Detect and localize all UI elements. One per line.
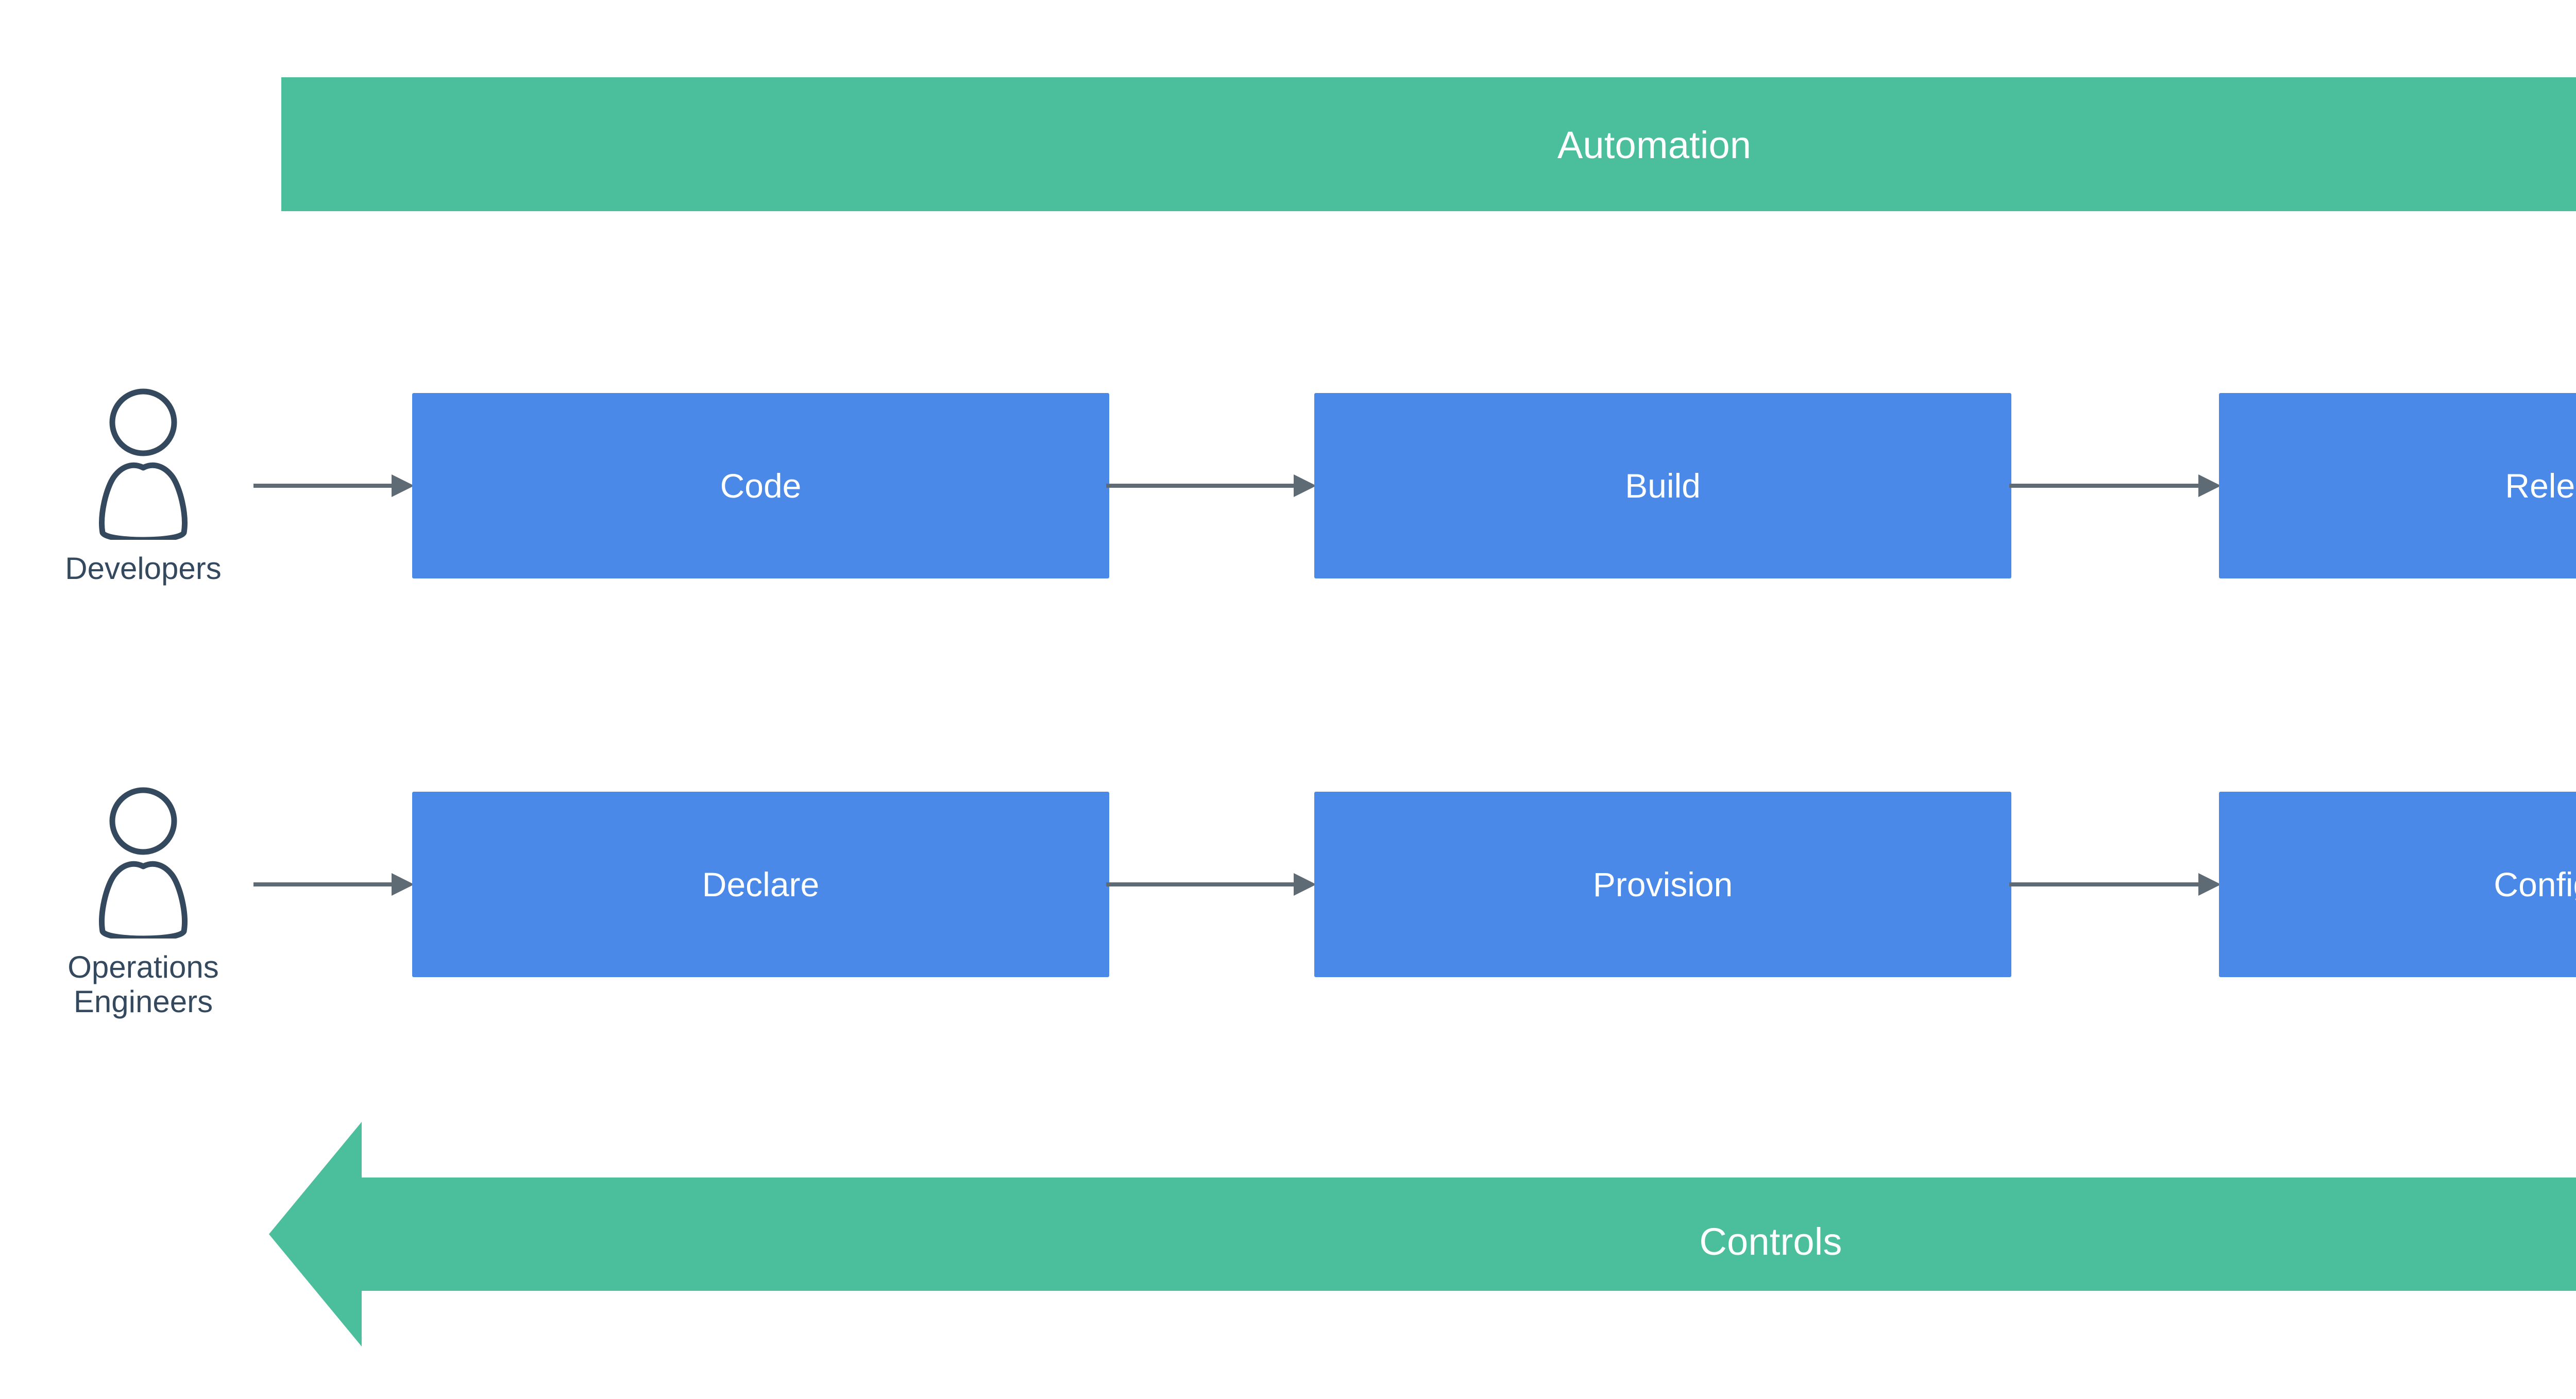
arrow-right-shape <box>281 77 2576 211</box>
stage-box-declare-label: Declare <box>702 865 820 903</box>
actor-developers: Developers <box>20 385 267 586</box>
actor-operations-engineers-label: Operations Engineers <box>67 950 219 1019</box>
connector-build-to-release <box>2009 470 2221 501</box>
stage-box-provision[interactable]: Provision <box>1314 792 2011 977</box>
connector-code-to-build <box>1106 470 1316 501</box>
stage-box-declare[interactable]: Declare <box>412 792 1109 977</box>
person-icon <box>84 784 202 939</box>
stage-box-code-label: Code <box>720 467 802 505</box>
stage-box-release[interactable]: Release <box>2219 393 2576 578</box>
actor-operations-engineers: Operations Engineers <box>20 784 267 1019</box>
actor-developers-label: Developers <box>65 551 222 586</box>
stage-box-code[interactable]: Code <box>412 393 1109 578</box>
automation-banner-arrow <box>279 20 2576 269</box>
stage-box-build-label: Build <box>1625 467 1701 505</box>
connector-operations-to-declare <box>253 869 414 900</box>
arrow-left-shape <box>269 1122 2576 1346</box>
connector-developers-to-code <box>253 470 414 501</box>
stage-box-configure[interactable]: Configure <box>2219 792 2576 977</box>
connector-declare-to-provision <box>1106 869 1316 900</box>
stage-box-configure-label: Configure <box>2494 865 2576 903</box>
person-icon <box>84 385 202 540</box>
stage-box-build[interactable]: Build <box>1314 393 2011 578</box>
controls-banner-arrow <box>267 1121 2576 1347</box>
stage-box-provision-label: Provision <box>1592 865 1733 903</box>
stage-box-release-label: Release <box>2505 467 2576 505</box>
connector-provision-to-configure <box>2009 869 2221 900</box>
